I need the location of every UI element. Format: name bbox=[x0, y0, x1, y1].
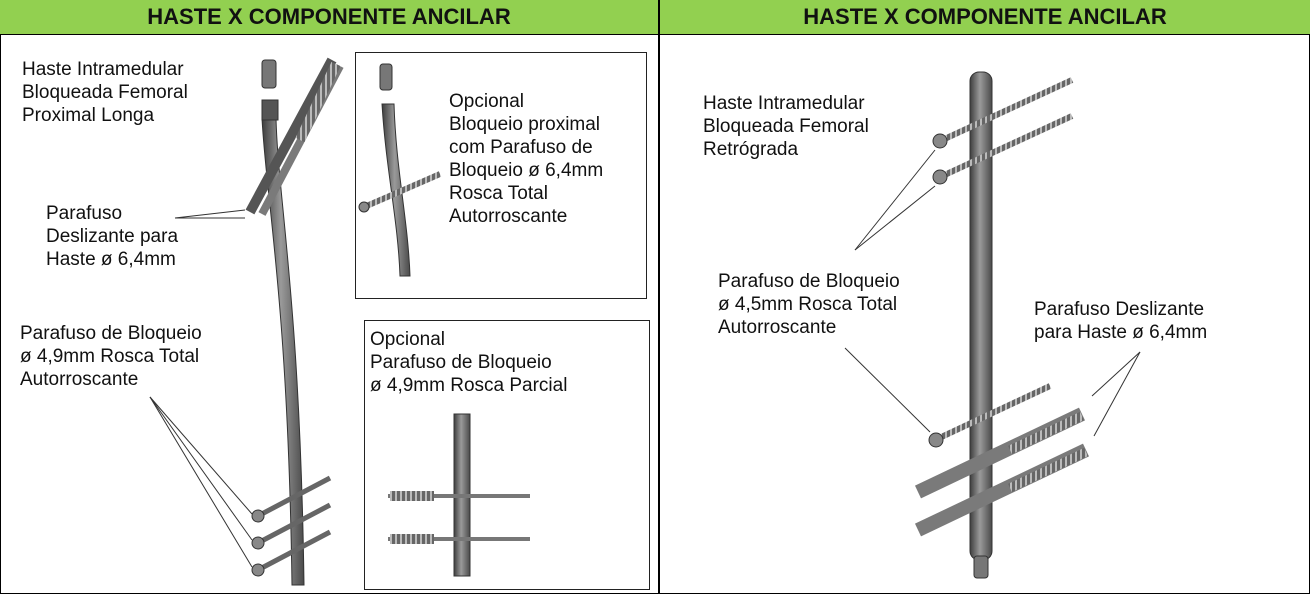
inset-nail-segment bbox=[358, 63, 442, 277]
left-header: HASTE X COMPONENTE ANCILAR bbox=[0, 0, 658, 35]
distal-locking-screws bbox=[251, 475, 332, 577]
column-divider bbox=[658, 0, 660, 594]
nail-end-cap bbox=[261, 59, 277, 89]
label-sliding-screw-right: Parafuso Deslizante para Haste ø 6,4mm bbox=[1034, 299, 1208, 343]
left-leader-lines bbox=[149, 209, 253, 568]
inset-top-caption: Opcional Bloqueio proximal com Parafuso … bbox=[449, 91, 604, 227]
inset-partial-thread-screw bbox=[364, 320, 650, 590]
inset-bottom-caption: Opcional Parafuso de Bloqueio ø 4,9mm Ro… bbox=[370, 329, 568, 396]
label-sliding-screw-left: Parafuso Deslizante para Haste ø 6,4mm bbox=[46, 203, 179, 270]
label-proximal-nail: Haste Intramedular Bloqueada Femoral Pro… bbox=[22, 59, 188, 126]
proximal-sliding-screws bbox=[245, 57, 344, 216]
label-locking-screw-right: Parafuso de Bloqueio ø 4,5mm Rosca Total… bbox=[718, 271, 900, 338]
inset-partial-screws bbox=[388, 413, 530, 577]
right-header: HASTE X COMPONENTE ANCILAR bbox=[660, 0, 1310, 35]
label-locking-screw-left: Parafuso de Bloqueio ø 4,9mm Rosca Total… bbox=[20, 323, 202, 390]
retrograde-nail bbox=[969, 71, 993, 579]
proximal-nail bbox=[261, 99, 305, 586]
proximal-locking-screws-right bbox=[932, 77, 1074, 185]
label-retrograde-nail: Haste Intramedular Bloqueada Femoral Ret… bbox=[703, 93, 869, 160]
distal-screws-right bbox=[914, 383, 1090, 537]
right-leader-lines bbox=[844, 149, 1141, 437]
